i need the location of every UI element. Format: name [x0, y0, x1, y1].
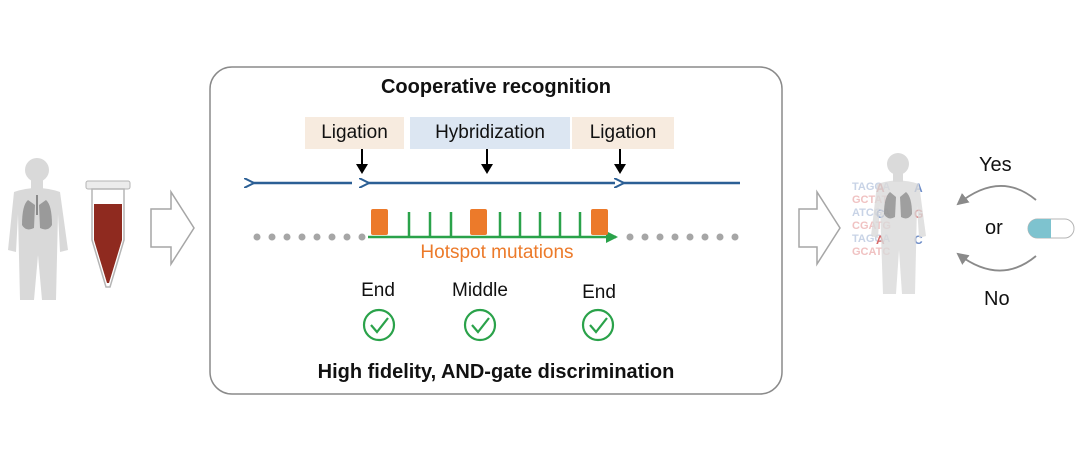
panel-title: Cooperative recognition	[380, 76, 612, 98]
svg-text:C: C	[914, 233, 923, 247]
pill-icon	[1027, 218, 1075, 239]
step-label-ligation-left: Ligation	[305, 117, 404, 149]
svg-text:A: A	[876, 233, 885, 247]
position-label-end-right: End	[582, 282, 616, 303]
decision-loop	[956, 185, 1037, 272]
outcome-no-label: No	[984, 288, 1010, 310]
base-ticks	[407, 212, 582, 237]
check-circle-icon	[362, 308, 615, 342]
mutation-left	[371, 209, 388, 235]
target-label: Hotspot mutations	[420, 242, 574, 263]
svg-text:TAGCA: TAGCA	[852, 233, 890, 245]
blood-tube-icon	[85, 180, 131, 288]
step-label-ligation-right: Ligation	[572, 117, 674, 149]
position-label-middle: Middle	[452, 280, 508, 301]
step-pointers	[356, 149, 626, 174]
yes-arrow	[956, 185, 1037, 206]
svg-text:GCATC: GCATC	[852, 246, 890, 258]
flow-arrow-icon	[150, 189, 195, 267]
background-strand-right	[626, 233, 739, 241]
panel-footer: High fidelity, AND-gate discrimination	[317, 361, 675, 383]
step-label-hybridization: Hybridization	[410, 117, 570, 149]
patient-icon	[871, 153, 926, 294]
outcome-yes-label: Yes	[979, 154, 1012, 176]
patient-icon	[8, 158, 68, 300]
background-strand-left	[253, 233, 366, 241]
no-arrow	[956, 252, 1037, 272]
mutation-sites	[371, 209, 608, 235]
mutation-right	[591, 209, 608, 235]
mutation-middle	[470, 209, 487, 235]
flow-arrow-icon	[798, 189, 841, 267]
outcome-or-label: or	[985, 217, 1003, 239]
position-label-end-left: End	[361, 280, 395, 301]
